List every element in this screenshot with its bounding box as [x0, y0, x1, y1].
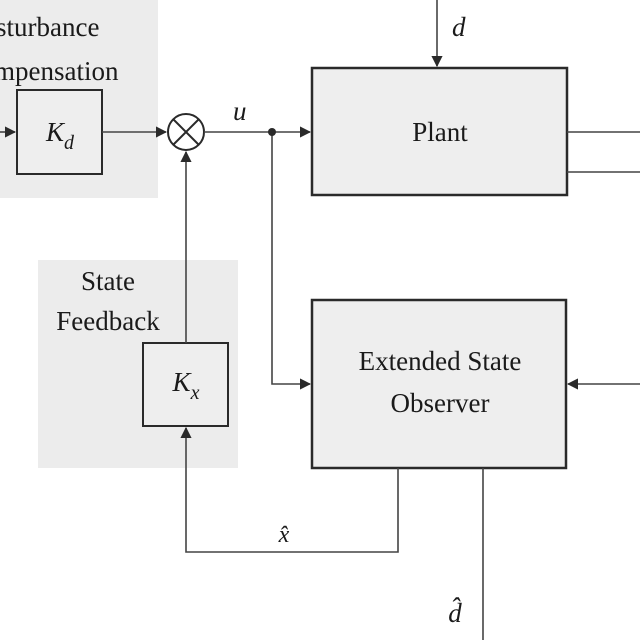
kd-subscript: d: [64, 132, 75, 154]
state-feedback-label-line2: Feedback: [56, 306, 160, 336]
kd-gain-label: Kd: [45, 117, 75, 154]
plant-label: Plant: [412, 117, 468, 147]
plant-block: [310, 66, 569, 197]
u-branch-to-eso-line: [271, 132, 312, 390]
d-signal-label: d: [452, 12, 466, 42]
kd-block: [16, 89, 103, 175]
kx-subscript: x: [190, 382, 200, 404]
kd-symbol: K: [45, 117, 66, 147]
eso-block: [310, 298, 568, 470]
x-hat-signal-label: x̂: [278, 522, 290, 548]
state-feedback-label-line1: State: [81, 266, 135, 296]
kx-gain-label: Kx: [172, 367, 200, 404]
disturbance-compensation-label-line1: sturbance: [0, 12, 99, 42]
kx-block: [142, 342, 229, 427]
x-hat-feedback-line: [180, 426, 399, 553]
disturbance-compensation-label-line2: mpensation: [0, 56, 119, 86]
branch-point: [268, 128, 276, 136]
d-hat-signal-label: d̂: [448, 598, 462, 628]
eso-label-line1: Extended State: [359, 346, 522, 376]
u-signal-label: u: [233, 96, 247, 126]
circle-cross-icon: [167, 113, 205, 151]
kx-symbol: K: [172, 367, 193, 397]
eso-label-line2: Observer: [391, 388, 490, 418]
